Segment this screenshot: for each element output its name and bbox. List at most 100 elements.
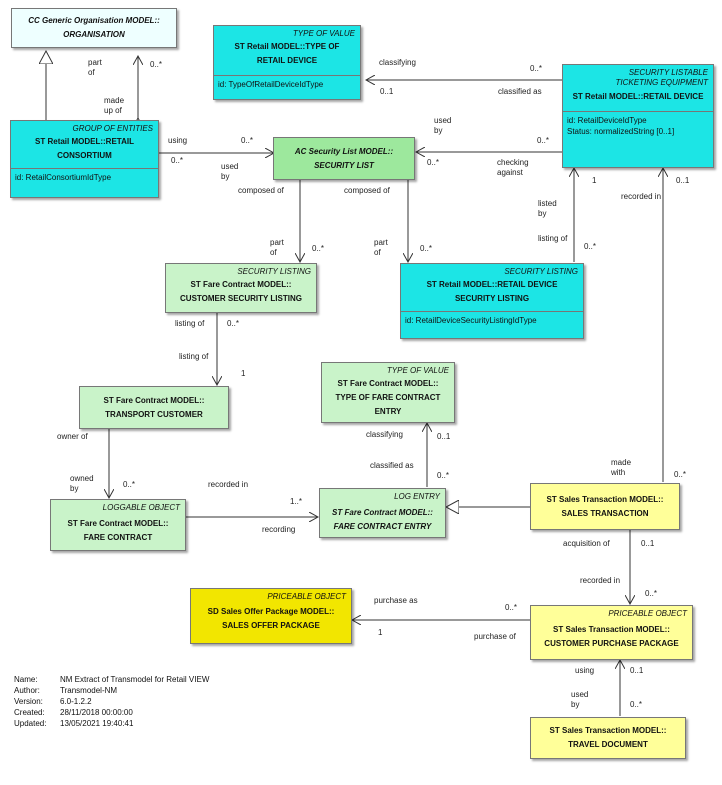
class-sales-transaction[interactable]: ST Sales Transaction MODEL:: SALES TRANS… [530,483,680,530]
multiplicity: 0..1 [437,432,451,441]
stereotype: LOG ENTRY [394,492,440,501]
meta-key: Name: [14,675,38,684]
class-name-line: CONSORTIUM [57,151,112,160]
multiplicity: 0..* [171,156,184,165]
meta-key: Version: [14,697,43,706]
role-label: purchase as [374,596,418,605]
multiplicity: 0..* [437,471,450,480]
class-name-line: ST Retail MODEL::TYPE OF [234,42,340,51]
multiplicity: 0..* [227,319,240,328]
class-name-line: SECURITY LIST [314,160,374,170]
role-label: recorded in [621,192,662,201]
class-name-line: ST Retail MODEL::RETAIL DEVICE [572,92,704,101]
meta-key: Created: [14,708,45,717]
class-name-line: ST Retail MODEL::RETAIL [35,137,134,146]
stereotype: PRICEABLE OBJECT [608,609,687,618]
role-label: part of [374,238,388,257]
role-label: listed by [538,199,557,218]
meta-row: Author: Transmodel-NM [14,685,209,696]
class-fare-contract[interactable]: LOGGABLE OBJECT ST Fare Contract MODEL::… [50,499,186,551]
stereotype: SECURITY LISTING [504,267,578,276]
role-label: composed of [238,186,284,195]
class-name-line: AC Security List MODEL:: [294,146,394,156]
meta-value: NM Extract of Transmodel for Retail VIEW [60,675,210,684]
class-name-line: ST Sales Transaction MODEL:: [553,625,670,634]
role-label: recorded in [208,480,249,489]
multiplicity: 1 [378,628,383,637]
multiplicity: 1..* [290,497,303,506]
class-name-line: SALES OFFER PACKAGE [222,621,320,630]
class-retail-device-security-listing[interactable]: SECURITY LISTING ST Retail MODEL::RETAIL… [400,263,584,339]
class-name-line: TRANSPORT CUSTOMER [105,409,203,419]
multiplicity: 1 [241,369,246,378]
class-retail-consortium[interactable]: GROUP OF ENTITIES ST Retail MODEL::RETAI… [10,120,159,198]
multiplicity: 0..* [312,244,325,253]
attribute: id: RetailDeviceSecurityListingIdType [401,311,583,329]
class-name-line: CC Generic Organisation MODEL:: [28,16,160,25]
diagram-metadata: Name: NM Extract of Transmodel for Retail… [14,674,209,729]
meta-key: Author: [14,686,40,695]
role-label: composed of [344,186,390,195]
role-label: listing of [179,352,209,361]
role-label: using [575,666,595,675]
attribute: Status: normalizedString [0..1] [567,127,675,136]
role-label: made up of [104,96,125,115]
class-name-line: ORGANISATION [63,30,125,39]
role-label: made with [611,458,632,477]
class-name-line: ST Sales Transaction MODEL:: [549,726,667,735]
class-name-line: RETAIL DEVICE [256,56,318,65]
attribute: id: RetailConsortiumIdType [11,168,158,186]
role-label: part of [88,58,102,77]
multiplicity: 0..* [537,136,550,145]
stereotype: LOGGABLE OBJECT [102,503,180,512]
role-label: acquisition of [563,539,610,548]
role-label: classified as [498,87,542,96]
class-name-line: ST Retail MODEL::RETAIL DEVICE [426,280,558,289]
multiplicity: 0..1 [380,87,394,96]
stereotype: TYPE OF VALUE [292,29,355,38]
multiplicity: 0..1 [641,539,655,548]
meta-value: Transmodel-NM [60,686,118,695]
role-label: owned by [70,474,94,493]
class-customer-security-listing[interactable]: SECURITY LISTING ST Fare Contract MODEL:… [165,263,317,313]
multiplicity: 0..* [427,158,440,167]
role-label: classifying [366,430,403,439]
class-customer-purchase-package[interactable]: PRICEABLE OBJECT ST Sales Transaction MO… [530,605,693,660]
meta-value: 6.0-1.2.2 [60,697,92,706]
meta-key: Updated: [14,719,47,728]
class-sales-offer-package[interactable]: PRICEABLE OBJECT SD Sales Offer Package … [190,588,352,644]
multiplicity: 0..* [150,60,163,69]
role-label: owner of [57,432,88,441]
role-label: purchase of [474,632,516,641]
multiplicity: 1 [592,176,597,185]
class-travel-document[interactable]: ST Sales Transaction MODEL:: TRAVEL DOCU… [530,717,686,759]
class-name-line: FARE CONTRACT [83,533,153,542]
class-name-line: FARE CONTRACT ENTRY [333,522,432,531]
multiplicity: 0..* [674,470,687,479]
class-name-line: SALES TRANSACTION [561,508,649,518]
multiplicity: 0..* [630,700,643,709]
class-retail-device[interactable]: SECURITY LISTABLE TICKETING EQUIPMENT ST… [562,64,714,168]
class-security-list[interactable]: AC Security List MODEL:: SECURITY LIST [273,137,415,180]
stereotype: SECURITY LISTING [237,267,311,276]
stereotype: GROUP OF ENTITIES [72,124,153,133]
meta-row: Created: 28/11/2018 00:00:00 [14,707,209,718]
class-type-of-retail-device[interactable]: TYPE OF VALUE ST Retail MODEL::TYPE OF R… [213,25,361,100]
meta-row: Updated:13/05/2021 19:40:41 [14,718,209,729]
class-name-line: ST Fare Contract MODEL:: [337,379,439,388]
class-name-line: TYPE OF FARE CONTRACT [335,393,441,402]
meta-value: 28/11/2018 00:00:00 [60,708,133,717]
class-transport-customer[interactable]: ST Fare Contract MODEL:: TRANSPORT CUSTO… [79,386,229,429]
role-label: classifying [379,58,416,67]
attribute-list: id: RetailDeviceIdType Status: normalize… [563,111,713,140]
role-label: recording [262,525,296,534]
role-label: checking against [497,158,529,177]
class-type-of-fare-contract-entry[interactable]: TYPE OF VALUE ST Fare Contract MODEL:: T… [321,362,455,423]
class-fare-contract-entry[interactable]: LOG ENTRY ST Fare Contract MODEL:: FARE … [319,488,446,538]
meta-row: Name: NM Extract of Transmodel for Retail… [14,674,209,685]
stereotype: SECURITY LISTABLE TICKETING EQUIPMENT [615,68,708,87]
class-name-line: ST Fare Contract MODEL:: [190,280,292,289]
multiplicity: 0..* [505,603,518,612]
class-organisation[interactable]: CC Generic Organisation MODEL:: ORGANISA… [11,8,177,48]
class-name-line: ST Sales Transaction MODEL:: [546,494,664,504]
